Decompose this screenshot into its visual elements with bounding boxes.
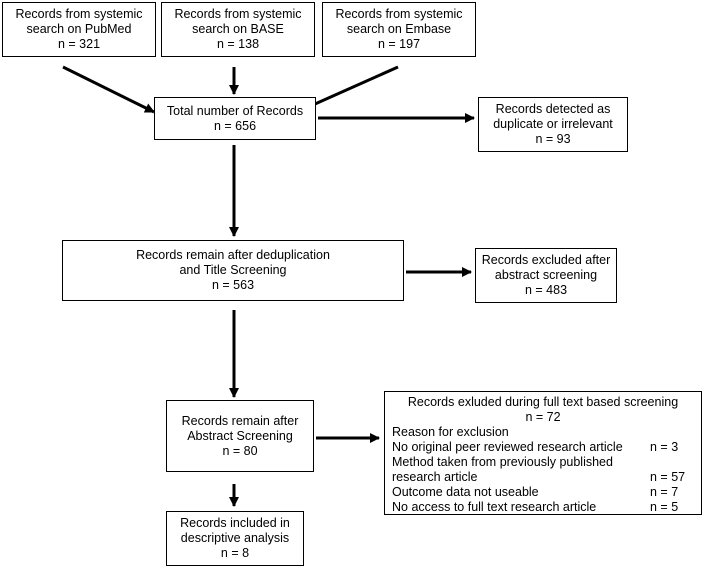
source-box-base: Records from systemic search on BASE n =… [161, 2, 315, 57]
excluded-fulltext-title: Records exluded during full text based s… [407, 395, 679, 409]
reason-header: Reason for exclusion [392, 425, 509, 439]
reason-row: No access to full text research article … [392, 500, 694, 515]
excluded-fulltext-count: n = 72 [525, 410, 561, 424]
after-abstract-count: n = 80 [222, 443, 258, 458]
duplicates-line1: Records detected as [495, 102, 611, 116]
source-embase-line2: search on Embase [346, 22, 452, 36]
source-box-pubmed: Records from systemic search on PubMed n… [2, 2, 156, 57]
reason-label: No access to full text research article [392, 500, 597, 514]
source-base-line1: Records from systemic [174, 7, 302, 21]
arrow-embase-to-total [305, 65, 399, 110]
total-records-label: Total number of Records [166, 103, 304, 118]
excluded-abstract-count: n = 483 [524, 283, 568, 297]
total-records-box: Total number of Records n = 656 [154, 97, 316, 140]
included-line1: Records included in [180, 516, 290, 530]
arrow-pubmed-to-total [62, 65, 155, 114]
reason-count: n = 3 [650, 440, 679, 454]
duplicates-line2: duplicate or irrelevant [493, 117, 613, 131]
excluded-fulltext-box: Records exluded during full text based s… [384, 391, 702, 515]
reason-label: Method taken from previously published [392, 455, 613, 469]
reason-row: Method taken from previously published [392, 455, 694, 470]
reason-row: No original peer reviewed research artic… [392, 440, 694, 455]
reason-count: n = 7 [650, 485, 679, 499]
source-pubmed-line2: search on PubMed [26, 22, 132, 36]
excluded-abstract-line1: Records excluded after [481, 253, 611, 267]
after-title-line1: Records remain after deduplication [136, 248, 330, 262]
duplicates-count: n = 93 [535, 132, 571, 146]
total-records-count: n = 656 [213, 118, 257, 133]
source-embase-count: n = 197 [377, 37, 421, 51]
source-base-count: n = 138 [216, 37, 260, 51]
duplicates-box: Records detected as duplicate or irrelev… [478, 97, 628, 152]
reason-count: n = 5 [650, 500, 679, 514]
after-title-line2: and Title Screening [179, 263, 287, 277]
after-abstract-line1: Records remain after [181, 413, 299, 428]
reason-label: No original peer reviewed research artic… [392, 440, 623, 454]
source-base-line2: search on BASE [192, 22, 284, 36]
reason-row: research article n = 57 [392, 470, 694, 485]
included-count: n = 8 [220, 546, 250, 560]
reason-label: Outcome data not useable [392, 485, 539, 499]
reason-count: n = 57 [650, 470, 686, 484]
source-box-embase: Records from systemic search on Embase n… [322, 2, 476, 57]
after-title-box: Records remain after deduplication and T… [62, 240, 404, 301]
reason-label: research article [392, 470, 478, 484]
source-pubmed-line1: Records from systemic [15, 7, 143, 21]
after-title-count: n = 563 [211, 278, 255, 292]
reason-row: Outcome data not useable n = 7 [392, 485, 694, 500]
included-line2: descriptive analysis [180, 531, 290, 545]
excluded-abstract-line2: abstract screening [494, 268, 598, 282]
included-box: Records included in descriptive analysis… [166, 511, 304, 566]
after-abstract-line2: Abstract Screening [187, 428, 293, 443]
excluded-abstract-box: Records excluded after abstract screenin… [475, 248, 617, 303]
source-pubmed-count: n = 321 [57, 37, 101, 51]
reason-count [650, 455, 694, 470]
after-abstract-box: Records remain after Abstract Screening … [166, 400, 314, 472]
source-embase-line1: Records from systemic [335, 7, 463, 21]
